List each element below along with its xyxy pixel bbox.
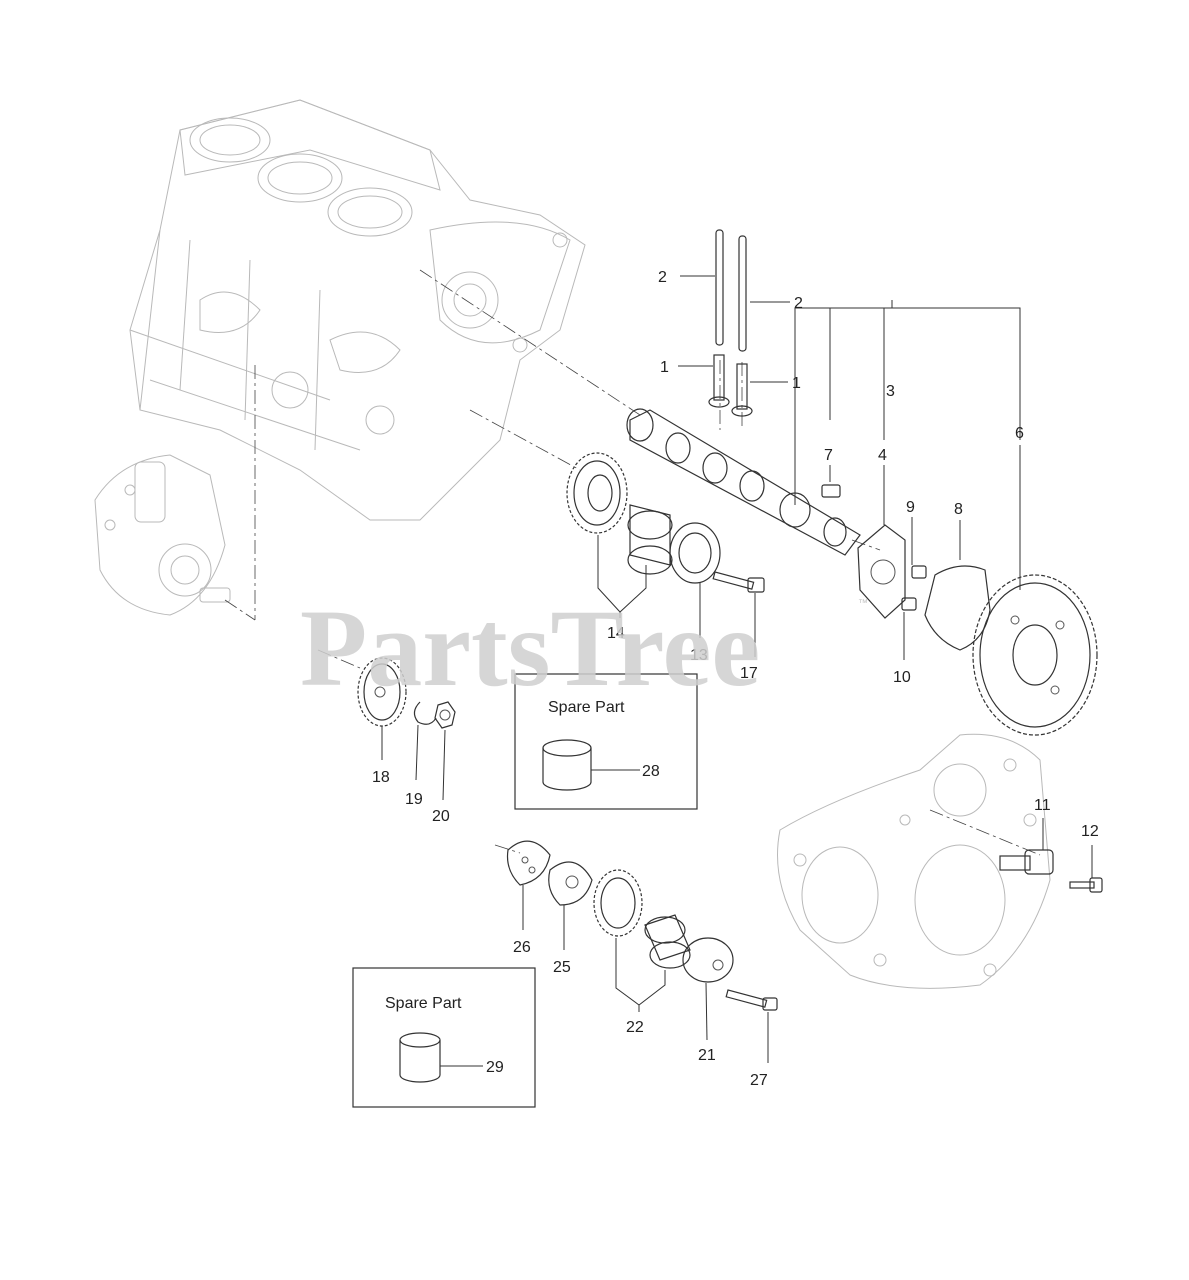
callout-14: 14 [607,625,625,642]
sensor-assembly [999,849,1103,893]
callout-27: 27 [750,1072,768,1089]
callout-1a: 1 [660,359,669,376]
callout-12: 12 [1081,823,1099,840]
callout-22: 22 [626,1019,644,1036]
oil-pump-drive-assembly [506,840,778,1011]
callout-29: 29 [486,1059,504,1076]
callout-8: 8 [954,501,963,518]
bolts-9-10 [901,565,927,611]
callout-2b: 2 [794,295,803,312]
callout-17: 17 [740,665,758,682]
callout-7: 7 [824,447,833,464]
spare-part-box-29: Spare Part 29 [352,967,536,1108]
cam-plate [924,565,991,651]
watermark-trademark: ™ [858,598,868,609]
callout-6: 6 [1015,425,1024,442]
callout-9: 9 [906,499,915,516]
push-rods [715,229,747,352]
callout-20: 20 [432,808,450,825]
spare-part-title-29: Spare Part [385,995,462,1012]
callout-10: 10 [893,669,911,686]
woodruff-key [821,484,841,498]
spare-part-title-28: Spare Part [548,699,625,716]
callout-labels: 2 2 1 1 3 7 4 6 9 8 10 14 13 17 18 19 20… [372,269,1099,1089]
callout-11: 11 [1034,797,1051,814]
assembly-axis-lines [224,269,1041,856]
cam-gear [972,574,1098,736]
callout-25: 25 [553,959,571,976]
callout-2a: 2 [658,269,667,286]
callout-4: 4 [878,447,887,464]
camshaft [626,408,861,556]
callout-3: 3 [886,383,895,400]
callout-19: 19 [405,791,423,808]
callout-21: 21 [698,1047,716,1064]
thrust-plate [857,524,906,619]
callout-18: 18 [372,769,390,786]
engine-block-illustration [129,99,586,521]
idler-gear-assembly [566,452,765,593]
watermark-text: PartsTree [300,587,760,709]
leader-lines [381,275,1093,1063]
tappets [708,354,753,417]
gear-case-illustration [777,733,1051,989]
spare-part-box-28: Spare Part 28 [514,673,698,810]
callout-26: 26 [513,939,531,956]
callout-1b: 1 [792,375,801,392]
callout-13: 13 [690,647,708,664]
callout-28: 28 [642,763,660,780]
fuel-pump-illustration [94,454,231,616]
watermark: PartsTree ™ [300,587,868,709]
